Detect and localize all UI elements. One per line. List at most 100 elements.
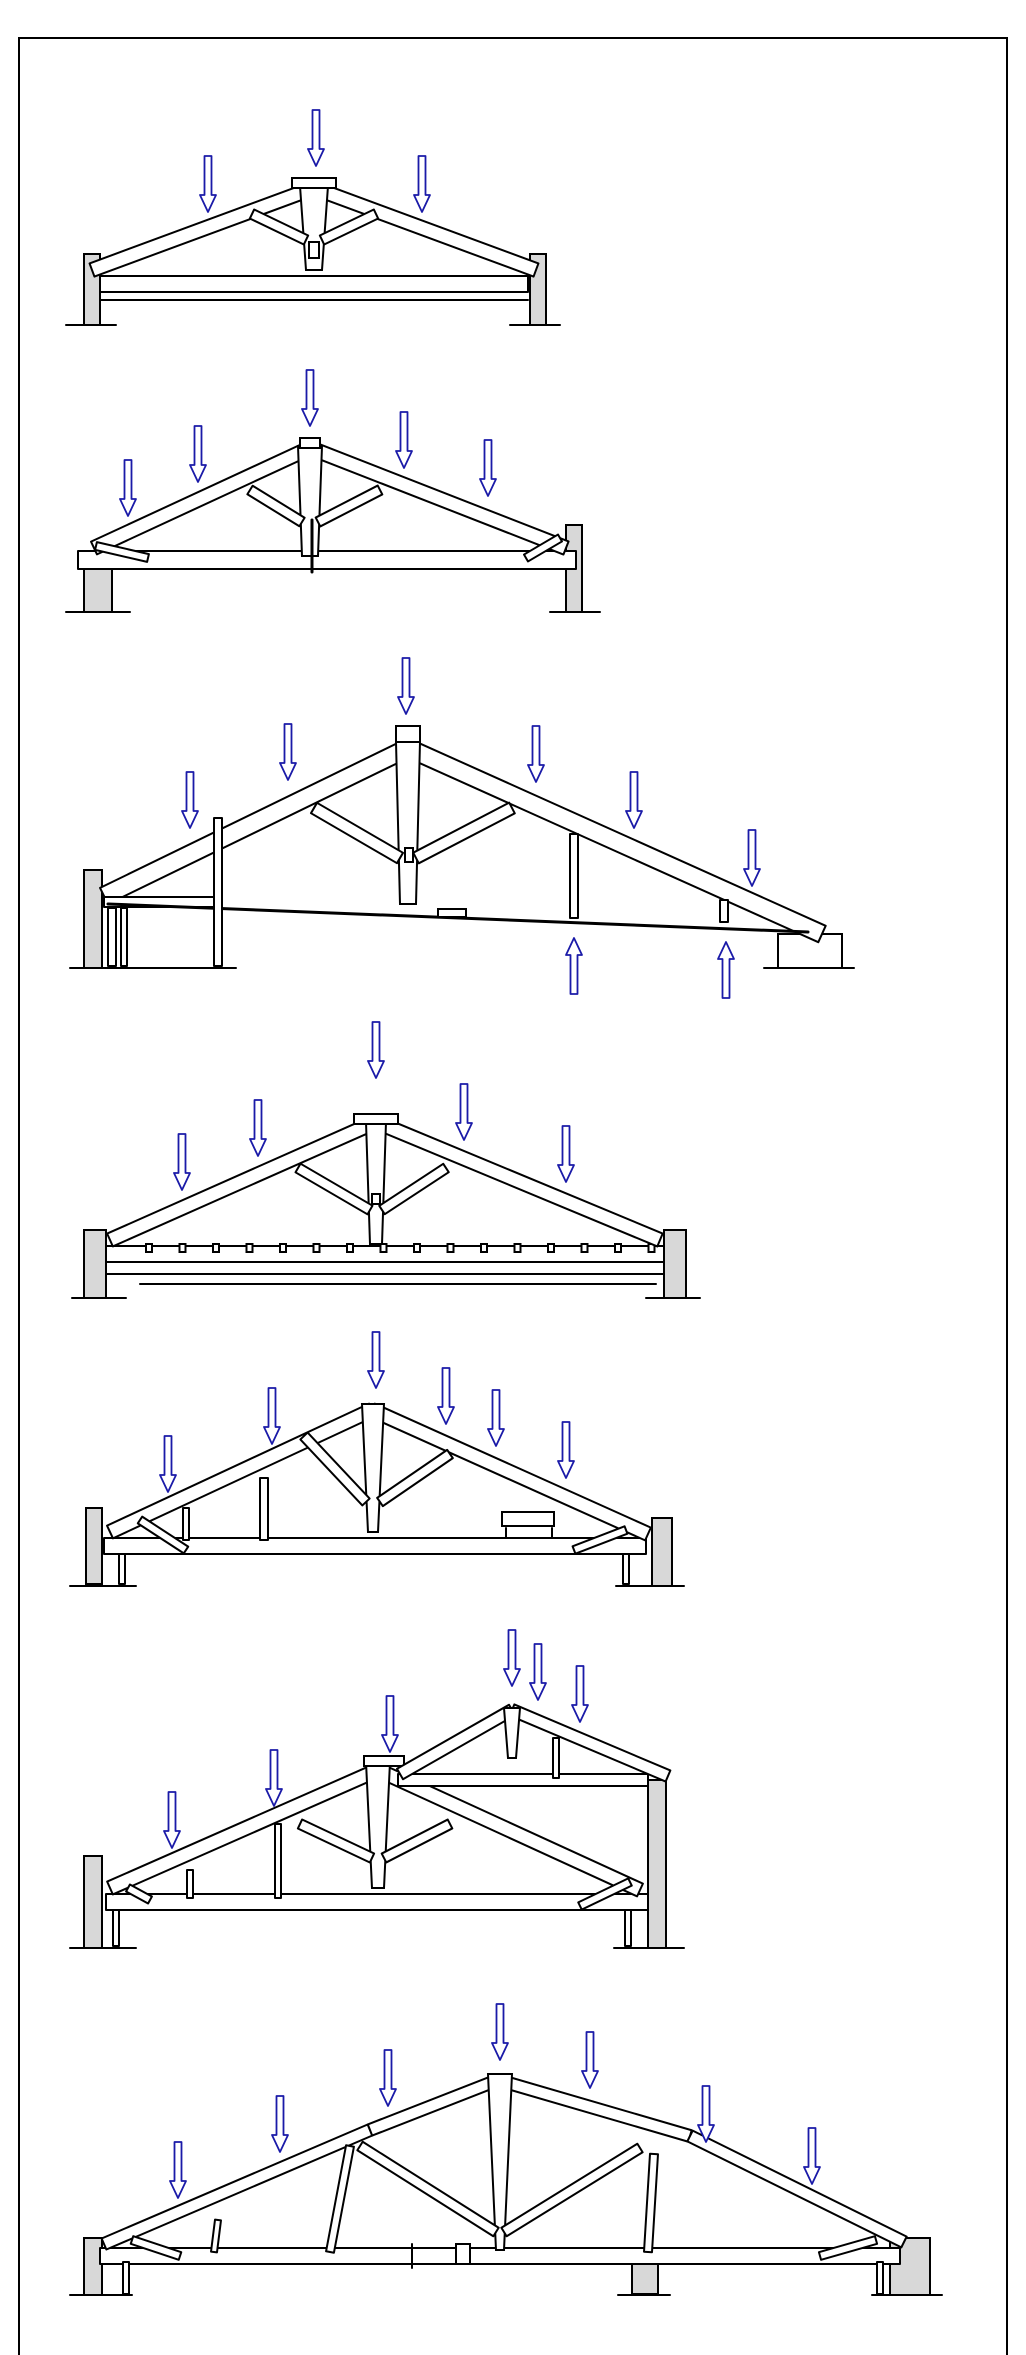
load-arrow-shape xyxy=(159,1435,177,1493)
left-strut xyxy=(296,1818,376,1864)
left-queen-post xyxy=(274,1823,282,1899)
upper-left-rafter xyxy=(396,1703,516,1781)
truss-panel-5 xyxy=(69,1331,685,1587)
load-arrow-up xyxy=(565,937,583,995)
load-arrow-down xyxy=(557,1125,575,1183)
ceiling-joist-end xyxy=(245,1243,254,1253)
king-post xyxy=(364,1121,388,1245)
left-heel-brace xyxy=(136,1515,190,1555)
load-arrow-down xyxy=(487,1389,505,1447)
left-rafter xyxy=(99,738,413,906)
right-heel-brace xyxy=(577,1877,633,1911)
load-arrow-shape xyxy=(381,1695,399,1753)
right-post-stub xyxy=(622,1553,630,1585)
left-web xyxy=(210,2218,222,2254)
right-strut xyxy=(318,208,380,246)
king-post xyxy=(486,2073,514,2251)
load-arrow-shape xyxy=(697,2085,715,2143)
right-strut xyxy=(314,484,384,528)
truss-panel-3 xyxy=(69,657,855,999)
load-arrow-shape xyxy=(625,771,643,829)
upper-right-rafter xyxy=(508,1703,672,1783)
load-arrow-shape xyxy=(437,1367,455,1425)
splice-plate xyxy=(455,2243,471,2265)
right-heel-brace xyxy=(817,2235,879,2261)
ceiling-joist-end xyxy=(312,1243,321,1253)
wall-pier xyxy=(83,869,103,969)
left-post-3 xyxy=(213,817,223,967)
diagram-frame xyxy=(18,37,1008,2355)
tie-beam-lower xyxy=(105,1261,665,1275)
load-arrow-shape xyxy=(717,941,735,999)
load-arrow-ridge xyxy=(307,109,325,167)
ceiling-joist-end xyxy=(547,1243,555,1253)
load-arrow-down xyxy=(119,459,137,517)
ceiling-joist-end xyxy=(413,1243,421,1253)
load-arrow-shape xyxy=(557,1421,575,1479)
right-post-stub xyxy=(876,2261,884,2295)
right-strut xyxy=(412,801,516,865)
king-post xyxy=(360,1403,386,1533)
load-arrow-shape xyxy=(367,1331,385,1389)
ceiling-joist-end xyxy=(614,1243,622,1253)
load-arrow-down xyxy=(395,411,413,469)
wall-pier xyxy=(85,1507,103,1585)
load-arrow-down xyxy=(571,1665,589,1723)
load-arrow-shape xyxy=(307,109,325,167)
right-heel-brace xyxy=(522,533,564,563)
wall-pier xyxy=(647,1779,667,1949)
load-arrow-shape xyxy=(491,2003,509,2061)
load-arrow-down xyxy=(529,1643,547,1701)
load-arrow-shape xyxy=(743,829,761,887)
left-strut xyxy=(248,208,310,246)
load-arrow-down xyxy=(743,829,761,887)
load-arrow-shape xyxy=(279,723,297,781)
load-arrow-down xyxy=(479,439,497,497)
load-arrow-shape xyxy=(397,657,415,715)
left-post-stub xyxy=(122,2261,130,2295)
equipment-box xyxy=(501,1511,555,1527)
right-rafter xyxy=(403,738,827,944)
bolt-plate xyxy=(371,1193,381,1205)
wall-pier xyxy=(83,1229,107,1299)
load-arrow-shape xyxy=(367,1021,385,1079)
load-arrow-shape xyxy=(249,1099,267,1157)
load-arrow-shape xyxy=(479,439,497,497)
load-arrow-shape xyxy=(503,1629,521,1687)
load-arrow-shape xyxy=(173,1133,191,1191)
wall-pier xyxy=(83,1855,103,1949)
load-arrow-ridge xyxy=(367,1331,385,1389)
load-arrow-down xyxy=(697,2085,715,2143)
load-arrow-shape xyxy=(301,369,319,427)
load-arrow-down xyxy=(189,425,207,483)
left-strut xyxy=(309,801,405,865)
load-arrow-down xyxy=(527,725,545,783)
wall-pier xyxy=(651,1517,673,1587)
load-arrow-shape xyxy=(163,1791,181,1849)
load-arrow-shape xyxy=(529,1643,547,1701)
ceiling-joist-end xyxy=(379,1243,388,1253)
load-arrow-down xyxy=(413,155,431,213)
right-post-stub xyxy=(624,1909,632,1947)
load-arrow-down xyxy=(199,155,217,213)
upper-tie-beam xyxy=(397,1773,649,1787)
ceiling-joist-end xyxy=(279,1243,287,1253)
left-strut xyxy=(356,2140,500,2238)
right-rafter-upper xyxy=(495,2073,693,2143)
ceiling-joist-end xyxy=(178,1243,187,1253)
load-arrow-shape xyxy=(395,411,413,469)
right-strut xyxy=(378,1162,450,1216)
left-rafter xyxy=(106,1114,380,1248)
ceiling-joist-end xyxy=(145,1243,153,1253)
ceiling-joist-end xyxy=(480,1243,488,1253)
king-post xyxy=(394,741,422,905)
left-strut xyxy=(246,484,306,528)
queen-post xyxy=(259,1477,269,1541)
load-arrow-shape xyxy=(271,2095,289,2153)
load-arrow-down xyxy=(503,1629,521,1687)
load-arrow-down xyxy=(379,2049,397,2107)
ceiling-joist-end xyxy=(346,1243,354,1253)
load-arrow-shape xyxy=(189,425,207,483)
left-heel-brace xyxy=(125,1883,153,1905)
load-arrow-down xyxy=(163,1791,181,1849)
